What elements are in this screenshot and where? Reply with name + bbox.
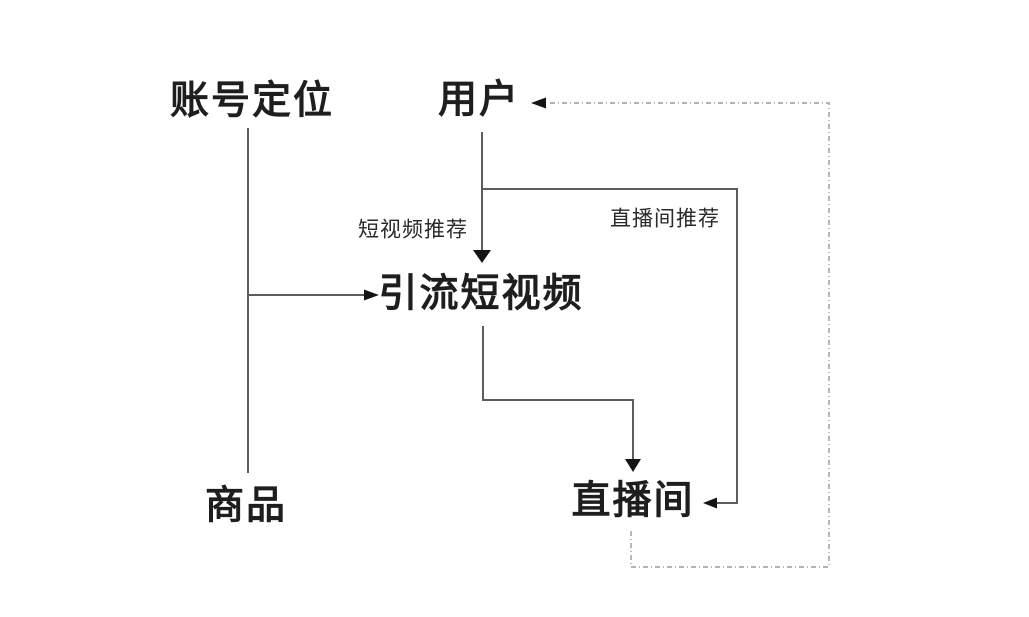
arrowhead-down-into-liveroom xyxy=(625,459,641,472)
arrowhead-down-into-shortvideo xyxy=(473,250,491,263)
edge-label-live-room-recommendation: 直播间推荐 xyxy=(610,207,720,231)
arrowhead-left-into-liveroom xyxy=(703,497,717,509)
node-product: 商品 xyxy=(204,484,288,528)
edge-label-short-video-recommendation: 短视频推荐 xyxy=(358,218,468,242)
arrowhead-right-into-shortvideo xyxy=(364,289,379,301)
arrowhead-left-into-user xyxy=(531,97,546,109)
node-lead-short-video: 引流短视频 xyxy=(378,272,584,316)
node-account-positioning: 账号定位 xyxy=(169,79,335,123)
edge-shortvideo-to-liveroom-line xyxy=(482,326,634,459)
edge-user-to-liveroom-line xyxy=(482,188,738,504)
node-live-room: 直播间 xyxy=(571,479,695,523)
node-user: 用户 xyxy=(437,78,521,122)
edge-liveroom-to-user-feedback-dashed-line xyxy=(547,102,830,568)
